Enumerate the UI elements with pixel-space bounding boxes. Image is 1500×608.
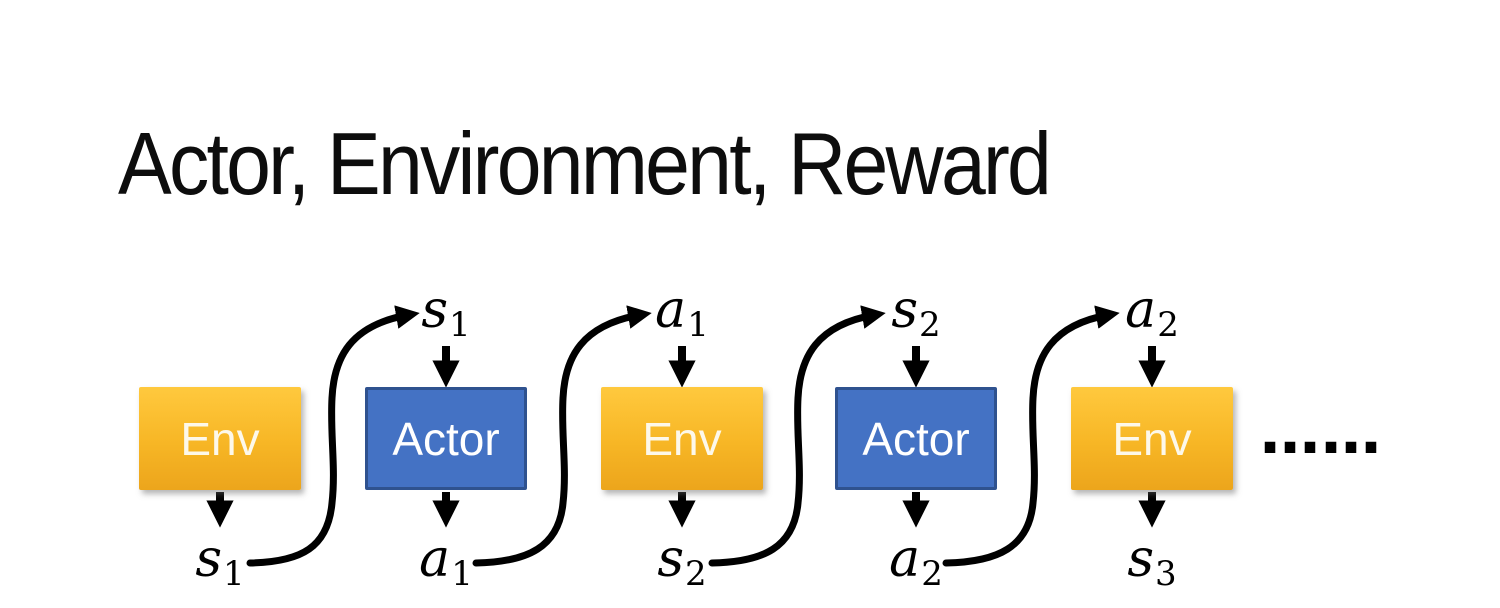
label-a1-top-sub: 1 <box>687 305 709 345</box>
label-s3-bottom: s3 <box>1082 533 1222 591</box>
label-a1-top: a1 <box>612 284 752 342</box>
label-s2-top: s2 <box>846 284 986 342</box>
box-env-3: Env <box>1071 387 1233 490</box>
label-s2-top-sub: 2 <box>919 305 941 345</box>
label-a2-bottom-base: a <box>889 529 921 589</box>
label-a1-bottom-base: a <box>419 529 451 589</box>
box-actor-1-label: Actor <box>392 412 500 465</box>
label-s1-top-base: s <box>421 280 449 340</box>
label-a1-bottom: a1 <box>376 533 516 591</box>
label-s1-bottom: s1 <box>150 533 290 591</box>
label-s1-bottom-base: s <box>195 529 223 589</box>
label-s1-top: s1 <box>376 284 516 342</box>
label-s3-bottom-base: s <box>1127 529 1155 589</box>
box-actor-2-label: Actor <box>862 412 970 465</box>
label-s2-top-base: s <box>891 280 919 340</box>
box-env-2-label: Env <box>642 412 722 465</box>
box-env-3-label: Env <box>1112 412 1192 465</box>
label-a2-bottom: a2 <box>846 533 986 591</box>
label-a2-bottom-sub: 2 <box>921 554 943 594</box>
label-s1-top-sub: 1 <box>449 305 471 345</box>
box-env-1-label: Env <box>180 412 260 465</box>
label-a2-top: a2 <box>1082 284 1222 342</box>
continuation-ellipsis: …… <box>1260 398 1382 468</box>
label-a2-top-base: a <box>1125 280 1157 340</box>
label-s1-bottom-sub: 1 <box>223 554 245 594</box>
box-actor-1: Actor <box>365 387 527 490</box>
label-a1-bottom-sub: 1 <box>451 554 473 594</box>
label-s3-bottom-sub: 3 <box>1155 554 1177 594</box>
slide-title: Actor, Environment, Reward <box>118 114 1052 213</box>
label-a1-top-base: a <box>655 280 687 340</box>
box-env-1: Env <box>139 387 301 490</box>
label-a2-top-sub: 2 <box>1157 305 1179 345</box>
box-env-2: Env <box>601 387 763 490</box>
label-s2-bottom: s2 <box>612 533 752 591</box>
box-actor-2: Actor <box>835 387 997 490</box>
label-s2-bottom-sub: 2 <box>685 554 707 594</box>
label-s2-bottom-base: s <box>657 529 685 589</box>
